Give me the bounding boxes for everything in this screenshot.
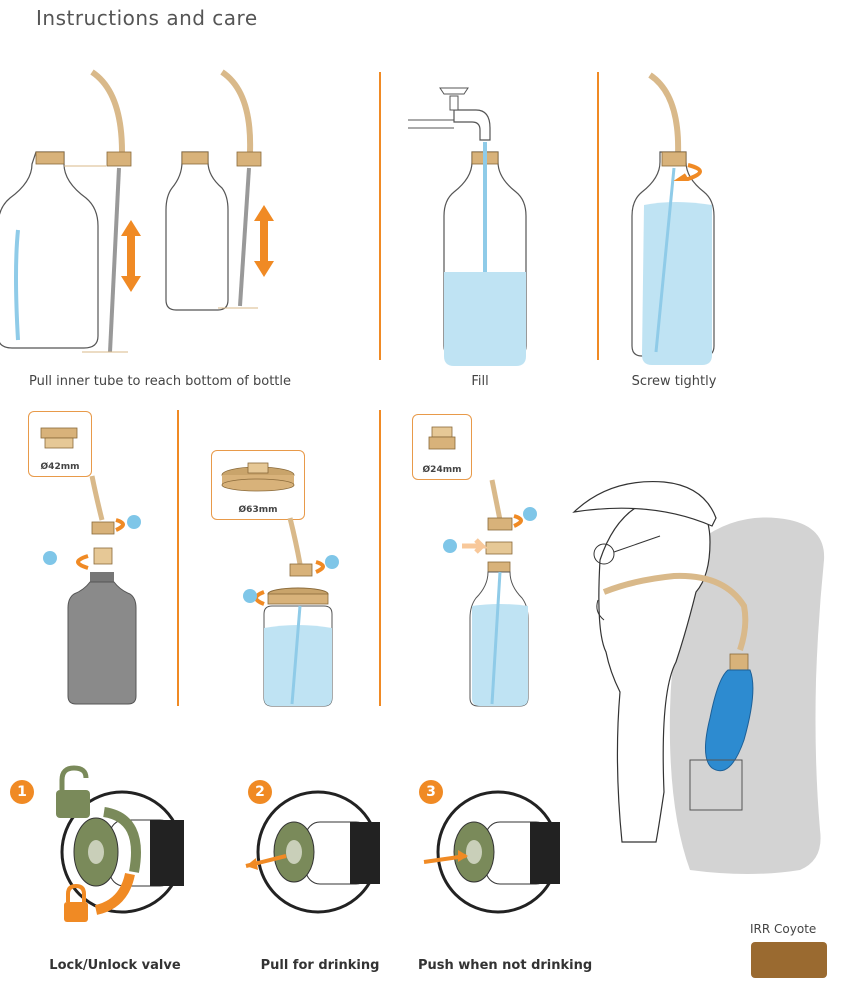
adapter-63-icon	[221, 462, 295, 492]
adapter-box-63: Ø63mm	[211, 450, 305, 520]
fill-caption: Fill	[471, 374, 489, 389]
adapter-24-icon	[428, 426, 456, 450]
adapter-63-size: Ø63mm	[238, 505, 278, 515]
divider-mid-1	[177, 410, 179, 706]
valve-step-number-3: 3	[419, 780, 443, 804]
valve-caption-2: Pull for drinking	[260, 958, 380, 973]
page-title: Instructions and care	[36, 6, 258, 30]
valve-caption-1: Lock/Unlock valve	[49, 958, 181, 973]
valve-step-number-2: 2	[248, 780, 272, 804]
divider-top-2	[597, 72, 599, 360]
divider-mid-2	[379, 410, 381, 706]
color-swatch[interactable]	[751, 942, 827, 978]
adapter-24-size: Ø24mm	[422, 465, 462, 475]
adapter-42-size: Ø42mm	[40, 462, 80, 472]
color-swatch-label: IRR Coyote	[750, 922, 817, 936]
adapter-box-42: Ø42mm	[28, 411, 92, 477]
adapter-box-24: Ø24mm	[412, 414, 472, 480]
adapter-42-icon	[40, 427, 78, 449]
divider-top-1	[379, 72, 381, 360]
valve-caption-3: Push when not drinking	[418, 958, 593, 973]
screw-caption: Screw tightly	[631, 374, 717, 389]
valve-step-number-1: 1	[10, 780, 34, 804]
pull-caption: Pull inner tube to reach bottom of bottl…	[28, 374, 292, 389]
